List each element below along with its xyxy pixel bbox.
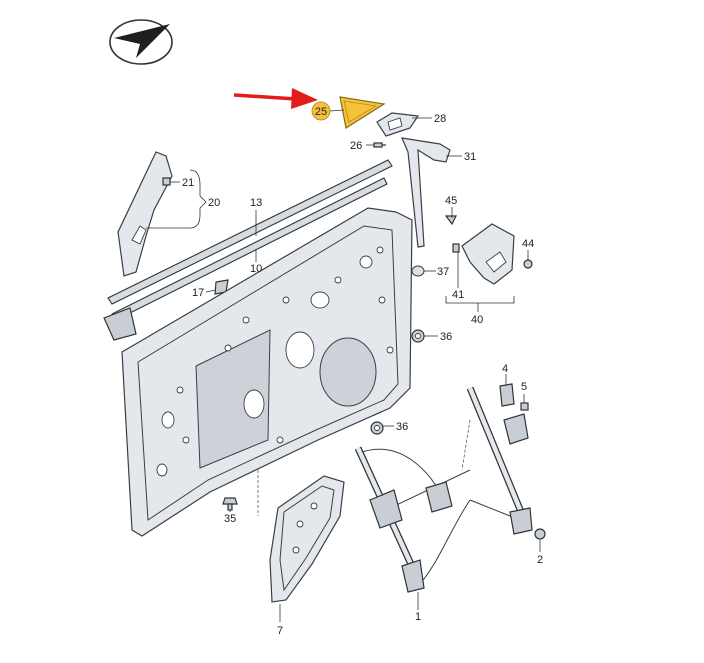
callout-45: 45 [445, 195, 457, 207]
callout-4: 4 [502, 363, 508, 375]
svg-text:25: 25 [315, 106, 327, 118]
callout-44: 44 [522, 238, 534, 250]
callout-36-lower: 36 [396, 421, 408, 433]
part-31-window-guide [401, 137, 451, 248]
callout-20: 20 [208, 197, 220, 209]
callout-2: 2 [537, 554, 543, 566]
callout-37: 37 [437, 266, 449, 278]
part-4-clip [499, 383, 515, 407]
part-20-window-channel [117, 151, 173, 277]
callout-17: 17 [192, 287, 204, 299]
part-28-mirror-base [376, 112, 420, 137]
part-5-screw [520, 402, 529, 411]
part-37-grommet [411, 265, 425, 277]
callout-1: 1 [415, 611, 421, 623]
callout-35: 35 [224, 513, 236, 525]
callout-5: 5 [521, 381, 527, 393]
part-7-trim-carrier [269, 475, 345, 603]
part-36-grommet-lower [370, 421, 384, 435]
part-13-outer-seal [107, 159, 393, 305]
plane-in-ellipse-logo [109, 19, 173, 65]
part-2-nut [534, 528, 546, 540]
callout-36-upper: 36 [440, 331, 452, 343]
callout-26: 26 [350, 140, 362, 152]
part-26-screw [373, 142, 386, 148]
part-36-grommet-upper [411, 329, 425, 343]
callout-31: 31 [464, 151, 476, 163]
red-arrow-icon [233, 88, 318, 109]
part-35-bolt [222, 497, 238, 511]
part-25-triangle-trim [339, 96, 386, 129]
leader-lines [146, 109, 541, 622]
callout-25: 25 [311, 101, 331, 121]
part-1-window-regulator [354, 386, 533, 593]
callout-40: 40 [471, 314, 483, 326]
callout-28: 28 [434, 113, 446, 125]
callout-13: 13 [250, 197, 262, 209]
callout-41: 41 [452, 289, 464, 301]
part-40-mirror-bracket [444, 215, 533, 285]
part-10-inner-seal [103, 177, 388, 341]
callout-21: 21 [182, 177, 194, 189]
door-inner-panel [121, 207, 413, 537]
callout-7: 7 [277, 625, 283, 637]
callout-10: 10 [250, 263, 262, 275]
